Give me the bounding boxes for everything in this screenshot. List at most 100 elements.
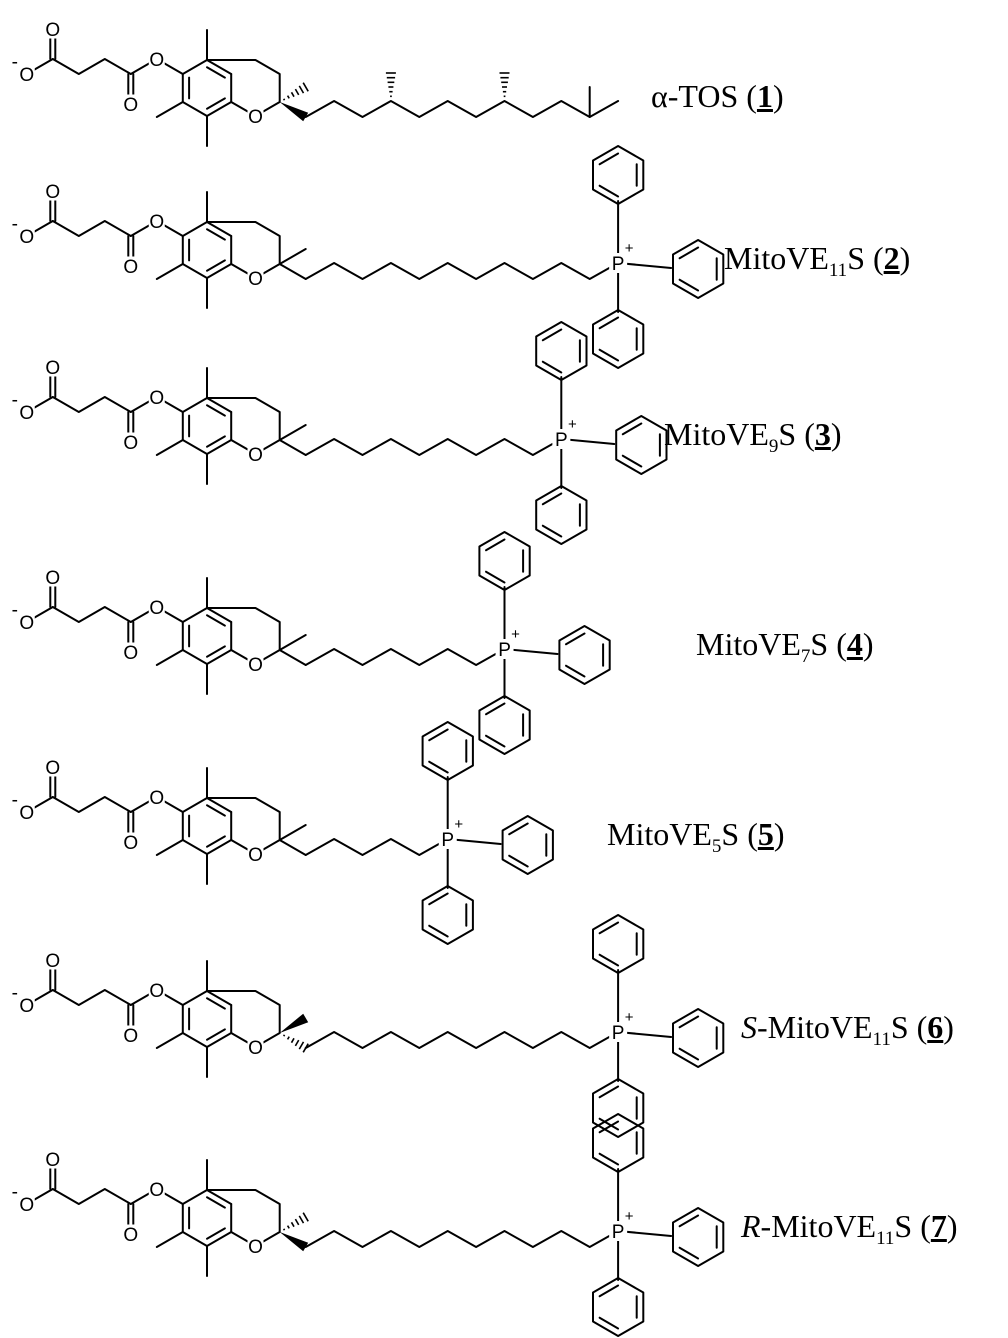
phenyl-ring [592,914,645,974]
aromatic-double-bond [598,1085,620,1099]
methyl-bond [278,248,307,265]
phenyl-ring [478,695,531,755]
succinate-chain [51,396,132,413]
label-mask [122,642,139,662]
positive-charge: + [625,1009,634,1026]
compound-name: MitoVE [664,416,769,452]
label-mask [18,402,35,422]
positive-charge: + [568,416,577,433]
aromatic-double-bond [508,822,529,836]
aromatic-double-bond [206,259,226,272]
carbonyl-oxygen-label: O [45,182,60,203]
aromatic-double-bond [541,360,563,374]
label-mask [44,19,61,39]
label-mask [122,94,139,114]
hash-bond [294,88,300,96]
succinate-chain [51,58,132,75]
chain-length: 5 [711,836,722,857]
wedge-bond [279,1232,309,1252]
name-suffix: S [810,626,829,662]
compound-label-7: R-MitoVE11S (7) [741,1208,958,1249]
alkyl-chain [304,648,506,666]
aromatic-bond [181,797,208,813]
aromatic-double-bond [206,404,226,417]
hash-bond [294,1218,300,1226]
label-mask [609,1221,628,1241]
aromatic-double-bond [206,97,226,110]
aromatic-bond [181,839,208,855]
carbonyl-oxygen-label: O [123,1026,138,1047]
ester-oxygen-label: O [149,50,164,71]
hash-bond [283,1228,286,1231]
hash-bond [283,98,286,101]
negative-charge: - [12,52,18,73]
aromatic-bond [206,797,233,813]
phenyl-ring [592,309,645,369]
chain-bond [278,839,307,856]
aromatic-double-bond [206,1227,226,1240]
label-mask [122,1025,139,1045]
aromatic-bond [181,649,208,665]
aromatic-double-bond [206,66,226,79]
carboxylate-oxygen-label: O [19,996,34,1017]
label-mask [247,844,264,864]
alkyl-chain [304,1031,620,1049]
aromatic-double-bond [565,632,586,646]
compound-label-4: MitoVE7S (4) [696,626,874,667]
ester-oxygen-label: O [149,212,164,233]
aromatic-double-bond [598,1152,620,1166]
hash-bond [286,1225,290,1229]
phenyl-ring [501,815,554,875]
aromatic-bond [181,1189,208,1205]
chain-bond [278,649,307,666]
compound-number: 7 [930,1208,947,1244]
aromatic-bond [181,397,208,413]
carboxylate-oxygen-label: O [19,803,34,824]
compound-number: 1 [756,78,773,114]
label-mask [247,654,264,674]
aromatic-double-bond [598,1284,620,1298]
compound-name: MitoVE [724,240,829,276]
aromatic-double-bond [541,328,563,342]
succinate-chain [51,989,132,1006]
carbonyl-oxygen-label: O [45,1150,60,1171]
aromatic-double-bond [621,422,643,436]
aromatic-double-bond [678,1047,700,1061]
pyran-ring [206,59,281,117]
label-mask [552,429,571,449]
compound-name: -MitoVE [757,1009,873,1045]
phenyl-ring [672,1008,725,1068]
aromatic-double-bond [206,1028,226,1041]
carbonyl-oxygen-label: O [123,1225,138,1246]
aromatic-bond [181,607,208,623]
aromatic-bond [206,263,233,279]
hash-bond [286,1036,290,1040]
label-mask [44,567,61,587]
compound-number: 5 [757,816,774,852]
hash-bond [298,1215,305,1224]
aromatic-double-bond [206,435,226,448]
positive-charge: + [625,240,634,257]
stereo-prefix: S [741,1009,757,1045]
aromatic-bond [181,221,208,237]
chain-length: 7 [800,646,811,667]
methyl-bond [155,839,184,856]
aromatic-bond [181,1032,208,1048]
negative-charge: - [12,390,18,411]
aromatic-double-bond [541,524,563,538]
hash-bond [294,1039,300,1047]
label-mask [122,432,139,452]
methyl-bond [155,649,184,666]
aromatic-double-bond [541,492,563,506]
label-mask [148,597,165,617]
carboxylate-oxygen-label: O [19,403,34,424]
label-mask [609,1022,628,1042]
succinate-chain [51,796,132,813]
compound-number: 4 [846,626,863,662]
label-mask [122,832,139,852]
ring-oxygen-label: O [248,269,263,290]
chain-length: 9 [768,436,779,457]
